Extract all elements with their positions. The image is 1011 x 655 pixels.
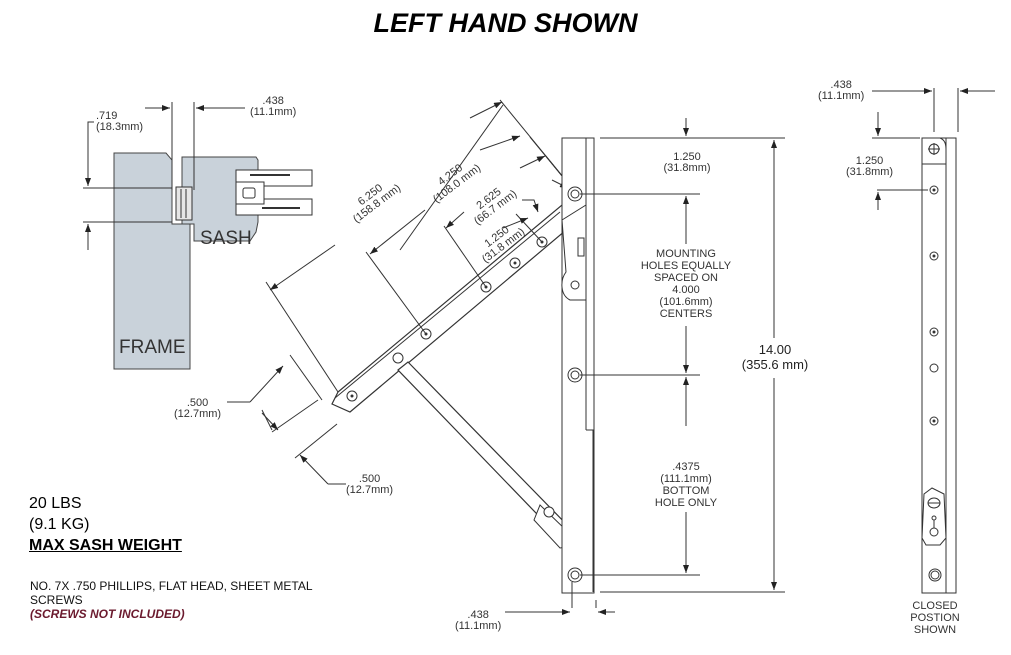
dim-gap-metric: (18.3mm) [96, 121, 144, 133]
mounting-note-line: CENTERS [659, 308, 713, 320]
dim-total-length: 14.00 (355.6 mm) [735, 342, 815, 372]
dim-gap: .719 (18.3mm) [96, 111, 143, 133]
arm-view [227, 99, 586, 549]
dim-total-metric: (355.6 mm) [741, 357, 809, 372]
closed-caption-line: SHOWN [913, 624, 957, 636]
closed-view [872, 88, 995, 594]
dim-arm-width-value: .500 [186, 397, 209, 409]
dim-arm-width: .500 (12.7mm) [174, 398, 221, 420]
dim-sash-width: .438 (11.1mm) [250, 96, 296, 118]
bottom-note-line: .4375 [672, 461, 700, 473]
dim-arm-offset-metric: (12.7mm) [346, 484, 394, 496]
closed-caption-line: CLOSED [912, 600, 958, 612]
arm-bar [331, 204, 579, 413]
dim-closed-width-metric: (11.1mm) [818, 90, 865, 102]
mounting-note: MOUNTING HOLES EQUALLY SPACED ON 4.000 (… [636, 248, 736, 320]
weight-kg: (9.1 KG) [29, 516, 90, 533]
section-view [83, 102, 313, 370]
dim-closed-top-value: 1.250 [855, 155, 884, 167]
closed-caption: CLOSED POSTION SHOWN [900, 600, 970, 636]
dim-track-width-value: .438 [467, 609, 489, 621]
max-sash-weight-label: MAX SASH WEIGHT [29, 537, 182, 554]
weight-lbs: 20 LBS [29, 495, 82, 512]
dim-closed-width-value: .438 [830, 79, 852, 91]
dim-closed-top: 1.250 (31.8mm) [846, 156, 893, 178]
dim-closed-width: .438 (11.1mm) [818, 80, 864, 102]
track-view [505, 118, 785, 615]
screws-not-included-note: (SCREWS NOT INCLUDED) [30, 607, 185, 621]
screws-spec: NO. 7X .750 PHILLIPS, FLAT HEAD, SHEET M… [30, 579, 313, 607]
mounting-note-line: SPACED ON [654, 272, 718, 284]
dim-track-width-metric: (11.1mm) [455, 620, 502, 632]
dim-track-top-metric: (31.8mm) [663, 162, 711, 174]
dim-total-value: 14.00 [758, 342, 792, 357]
screws-spec-line: NO. 7X .750 PHILLIPS, FLAT HEAD, SHEET M… [30, 579, 313, 593]
dim-sash-width-metric: (11.1mm) [250, 106, 297, 118]
bottom-note-line: (111.1mm) [660, 473, 712, 485]
dim-track-top: 1.250 (31.8mm) [659, 152, 715, 174]
closed-caption-line: POSTION [910, 612, 960, 624]
sash-label: SASH [200, 228, 252, 249]
dim-arm-offset-value: .500 [358, 473, 381, 485]
dim-arm-offset: .500 (12.7mm) [346, 474, 393, 496]
dim-track-width: .438 (11.1mm) [455, 610, 501, 632]
screws-spec-line: SCREWS [30, 593, 83, 607]
mounting-note-line: 4.000 [672, 284, 700, 296]
dim-sash-width-value: .438 [262, 95, 284, 107]
dim-track-top-value: 1.250 [673, 151, 701, 163]
bottom-note-line: HOLE ONLY [654, 497, 718, 509]
dim-gap-value: .719 [96, 110, 118, 122]
frame-profile [113, 152, 191, 370]
bottom-note-line: BOTTOM [662, 485, 710, 497]
dim-arm-width-metric: (12.7mm) [174, 408, 222, 420]
frame-label: FRAME [119, 337, 186, 358]
bottom-hole-note: .4375 (111.1mm) BOTTOM HOLE ONLY [646, 461, 726, 509]
dim-closed-top-metric: (31.8mm) [846, 166, 894, 178]
mounting-note-line: MOUNTING [656, 248, 716, 260]
mounting-note-line: HOLES EQUALLY [640, 260, 732, 272]
page-title: LEFT HAND SHOWN [373, 8, 638, 38]
mounting-note-line: (101.6mm) [659, 296, 713, 308]
track-body [561, 137, 595, 594]
